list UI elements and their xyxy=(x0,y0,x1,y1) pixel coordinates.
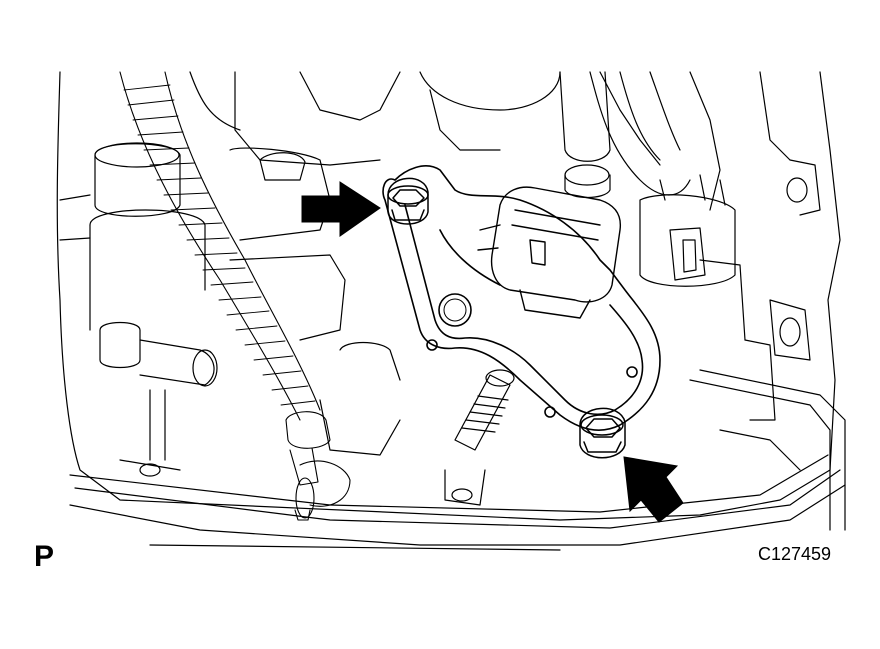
switch-connector xyxy=(477,186,622,319)
right-harness xyxy=(559,71,736,287)
center-bolt xyxy=(454,369,515,451)
arrow-right-pointer-icon xyxy=(301,181,381,237)
view-label: P xyxy=(34,540,55,573)
upper-mounting-bolt xyxy=(387,177,429,225)
transmission-case xyxy=(56,71,846,551)
lower-mounting-bolt xyxy=(579,407,626,459)
figure-code: C127459 xyxy=(758,544,832,564)
neutral-start-switch xyxy=(382,165,661,431)
wire-harness xyxy=(119,71,351,521)
arrow-up-left-pointer-icon xyxy=(623,456,684,523)
